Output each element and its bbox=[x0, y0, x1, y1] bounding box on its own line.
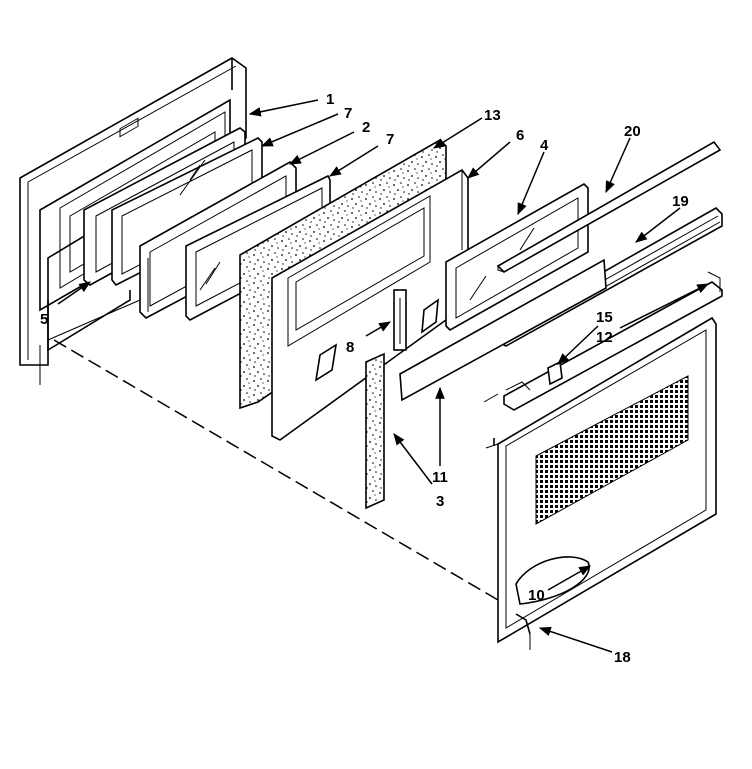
door-clip bbox=[547, 360, 563, 386]
callout-13: 13 bbox=[484, 107, 501, 124]
callout-19: 19 bbox=[672, 193, 689, 210]
callout-labels: 1 7 2 7 13 6 4 20 19 5 8 15 12 11 3 10 1… bbox=[40, 91, 689, 666]
callout-20: 20 bbox=[624, 123, 641, 140]
door-heat-strip bbox=[399, 258, 607, 402]
door-bracket bbox=[393, 289, 407, 351]
alignment-line bbox=[53, 339, 499, 601]
callout-7-upper: 7 bbox=[344, 105, 352, 122]
callout-4: 4 bbox=[540, 137, 549, 154]
callout-2: 2 bbox=[362, 119, 370, 136]
callout-1: 1 bbox=[326, 91, 334, 108]
callout-18: 18 bbox=[614, 649, 631, 666]
callout-3: 3 bbox=[436, 493, 444, 510]
callout-11: 11 bbox=[432, 469, 448, 486]
door-inner-panel bbox=[271, 168, 469, 441]
callout-5: 5 bbox=[40, 311, 48, 328]
callout-7-lower: 7 bbox=[386, 131, 394, 148]
callout-15: 15 bbox=[596, 309, 613, 326]
insulation-strip bbox=[365, 352, 385, 510]
outer-door-panel bbox=[483, 316, 717, 650]
callout-10: 10 bbox=[528, 587, 545, 604]
callout-12: 12 bbox=[596, 329, 613, 346]
door-top-trim bbox=[496, 140, 722, 273]
callout-8: 8 bbox=[346, 339, 354, 356]
leader-lines bbox=[57, 99, 710, 653]
callout-6: 6 bbox=[516, 127, 524, 144]
